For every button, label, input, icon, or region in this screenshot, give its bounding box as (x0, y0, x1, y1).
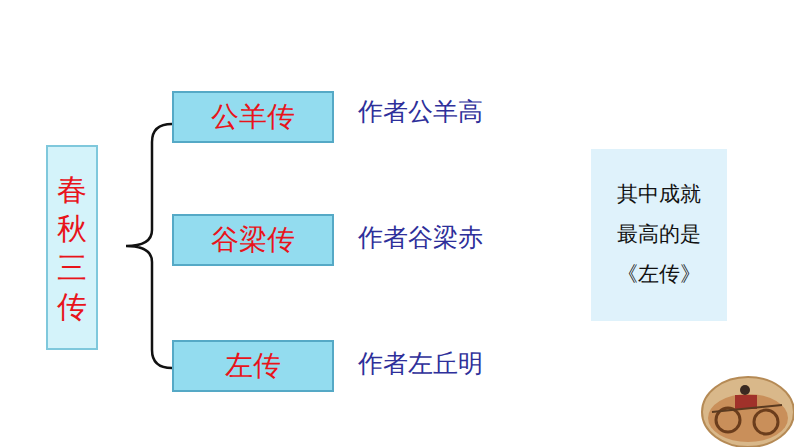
book-box: 左传 (172, 340, 334, 392)
book-box: 公羊传 (172, 91, 334, 143)
node-text: 春秋三传 (57, 170, 87, 326)
book-box: 谷梁传 (172, 214, 334, 266)
brace (126, 124, 172, 368)
author-label: 作者公羊高 (358, 95, 483, 128)
node-text: 左传 (225, 347, 281, 385)
node-text: 其中成就最高的是《左传》 (615, 175, 703, 295)
node-text: 谷梁传 (211, 221, 295, 259)
author-label: 作者左丘明 (358, 347, 483, 380)
title-box: 春秋三传 (46, 145, 98, 350)
chariot-illustration (702, 377, 794, 447)
note-box: 其中成就最高的是《左传》 (591, 149, 727, 321)
node-text: 公羊传 (211, 98, 295, 136)
author-label: 作者谷梁赤 (358, 221, 483, 254)
